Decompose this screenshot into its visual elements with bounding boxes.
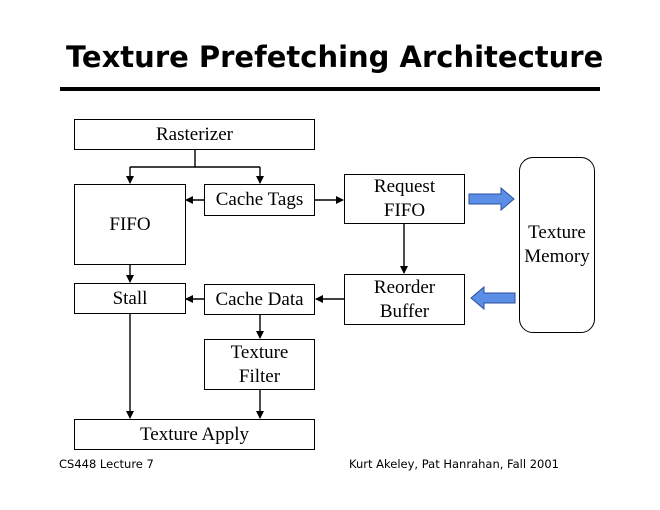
footer-course: CS448 Lecture 7 xyxy=(59,457,154,471)
texture-filter-label-line2: Filter xyxy=(238,365,281,387)
reorder-buffer-label-line1: Reorder xyxy=(373,276,436,298)
texture-memory-label-line1: Texture xyxy=(528,222,586,243)
rasterizer-node: Rasterizer xyxy=(74,119,315,150)
cache-tags-label: Cache Tags xyxy=(215,189,304,210)
fifo-node: FIFO xyxy=(74,184,186,265)
memory-return-arrow-icon xyxy=(470,285,516,311)
texture-filter-node: Texture Filter xyxy=(204,339,315,390)
texture-apply-node: Texture Apply xyxy=(74,419,315,450)
title-rule xyxy=(60,87,600,91)
reorder-buffer-node: Reorder Buffer xyxy=(344,274,465,325)
slide-title: Texture Prefetching Architecture xyxy=(66,40,604,74)
request-fifo-node: Request FIFO xyxy=(344,174,465,224)
texture-memory-label-line2: Memory xyxy=(524,246,590,267)
fifo-label: FIFO xyxy=(109,213,151,235)
reorder-buffer-label-line2: Buffer xyxy=(379,300,430,322)
request-fifo-label-line2: FIFO xyxy=(383,200,426,221)
edge-rasterizer-split xyxy=(130,149,260,168)
request-fifo-label-line1: Request xyxy=(373,176,436,197)
rasterizer-label: Rasterizer xyxy=(155,123,233,145)
footer-authors: Kurt Akeley, Pat Hanrahan, Fall 2001 xyxy=(349,457,559,471)
cache-data-label: Cache Data xyxy=(215,288,304,310)
stall-node: Stall xyxy=(74,283,186,314)
memory-request-arrow-icon xyxy=(468,186,515,212)
cache-data-node: Cache Data xyxy=(204,284,315,315)
stall-label: Stall xyxy=(112,287,148,309)
texture-filter-label-line1: Texture xyxy=(230,341,289,363)
texture-memory-node: Texture Memory xyxy=(519,157,595,333)
cache-tags-node: Cache Tags xyxy=(204,184,315,216)
texture-apply-label: Texture Apply xyxy=(140,423,249,445)
